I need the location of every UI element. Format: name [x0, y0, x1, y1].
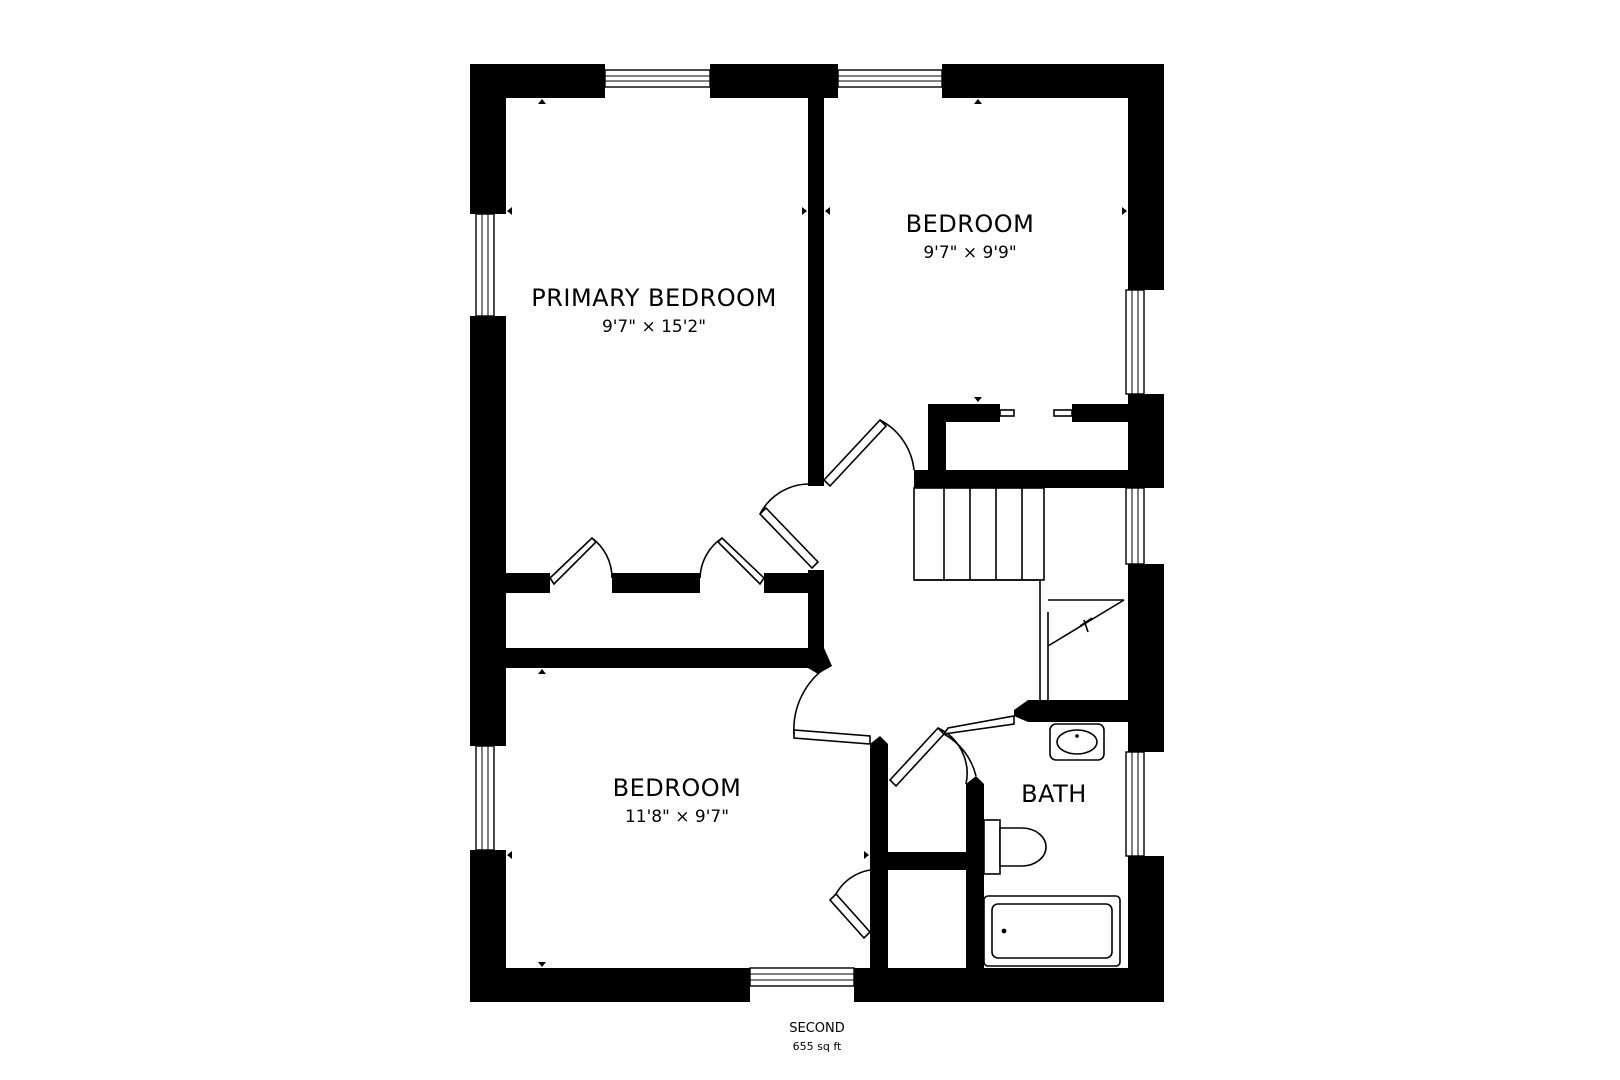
window-right-lower	[1125, 751, 1145, 857]
window-left-upper	[475, 213, 495, 317]
room-dims-bedroom-ne: 9'7" × 9'9"	[923, 243, 1016, 263]
door-closet-right	[699, 536, 766, 586]
floor-area: 655 sq ft	[793, 1040, 842, 1053]
bathtub-icon	[983, 895, 1121, 967]
window-right-middle	[1125, 487, 1145, 565]
room-dims-primary-bedroom: 9'7" × 15'2"	[602, 317, 706, 337]
door-linen-closet	[888, 726, 968, 788]
room-dims-bedroom-sw: 11'8" × 9'7"	[625, 807, 729, 827]
window-right-upper	[1125, 289, 1145, 395]
door-ne-bedroom	[822, 418, 915, 488]
door-sw-closet	[828, 869, 872, 940]
room-name-bath: BATH	[1021, 780, 1087, 808]
window-top-left	[604, 69, 711, 88]
staircase	[913, 487, 1125, 700]
walls	[470, 64, 1164, 1002]
door-primary-bedroom	[758, 483, 820, 570]
room-name-bedroom-ne: BEDROOM	[906, 210, 1035, 238]
room-name-primary-bedroom: PRIMARY BEDROOM	[531, 284, 777, 312]
window-left-lower	[475, 745, 495, 851]
door-ne-closet	[999, 409, 1073, 417]
bath-fixtures	[983, 723, 1121, 967]
door-closet-left	[548, 536, 613, 586]
sink-icon	[1049, 723, 1105, 761]
window-bottom	[749, 967, 855, 987]
room-name-bedroom-sw: BEDROOM	[613, 774, 742, 802]
doors	[548, 409, 1073, 940]
floor-name: SECOND	[789, 1021, 845, 1036]
door-sw-bedroom	[793, 665, 871, 745]
window-top-right	[837, 69, 943, 88]
toilet-icon	[983, 819, 1047, 875]
room-labels: PRIMARY BEDROOM 9'7" × 15'2" BEDROOM 9'7…	[531, 210, 1087, 827]
door-bath	[942, 715, 1015, 777]
floor-caption: SECOND 655 sq ft	[789, 1021, 845, 1053]
dimension-markers	[507, 99, 1127, 967]
